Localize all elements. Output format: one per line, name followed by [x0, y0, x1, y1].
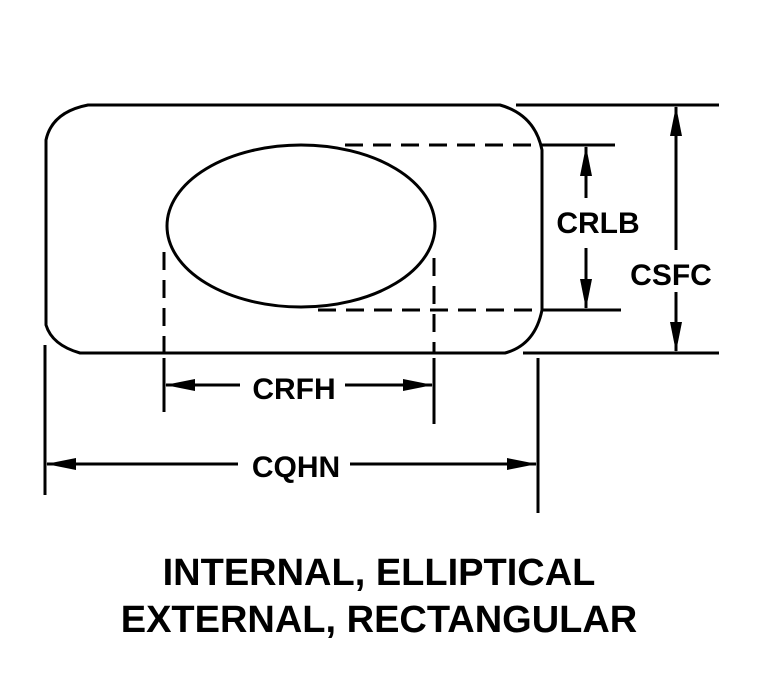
csfc-label: CSFC	[630, 259, 712, 292]
inner-ellipse	[165, 143, 437, 309]
outer-rectangle	[44, 103, 544, 355]
caption-line-1: INTERNAL, ELLIPTICAL	[163, 552, 596, 594]
caption-line-2: EXTERNAL, RECTANGULAR	[121, 599, 638, 641]
crfh-label: CRFH	[252, 373, 335, 406]
crlb-label: CRLB	[556, 207, 639, 240]
cqhn-label: CQHN	[252, 451, 340, 484]
